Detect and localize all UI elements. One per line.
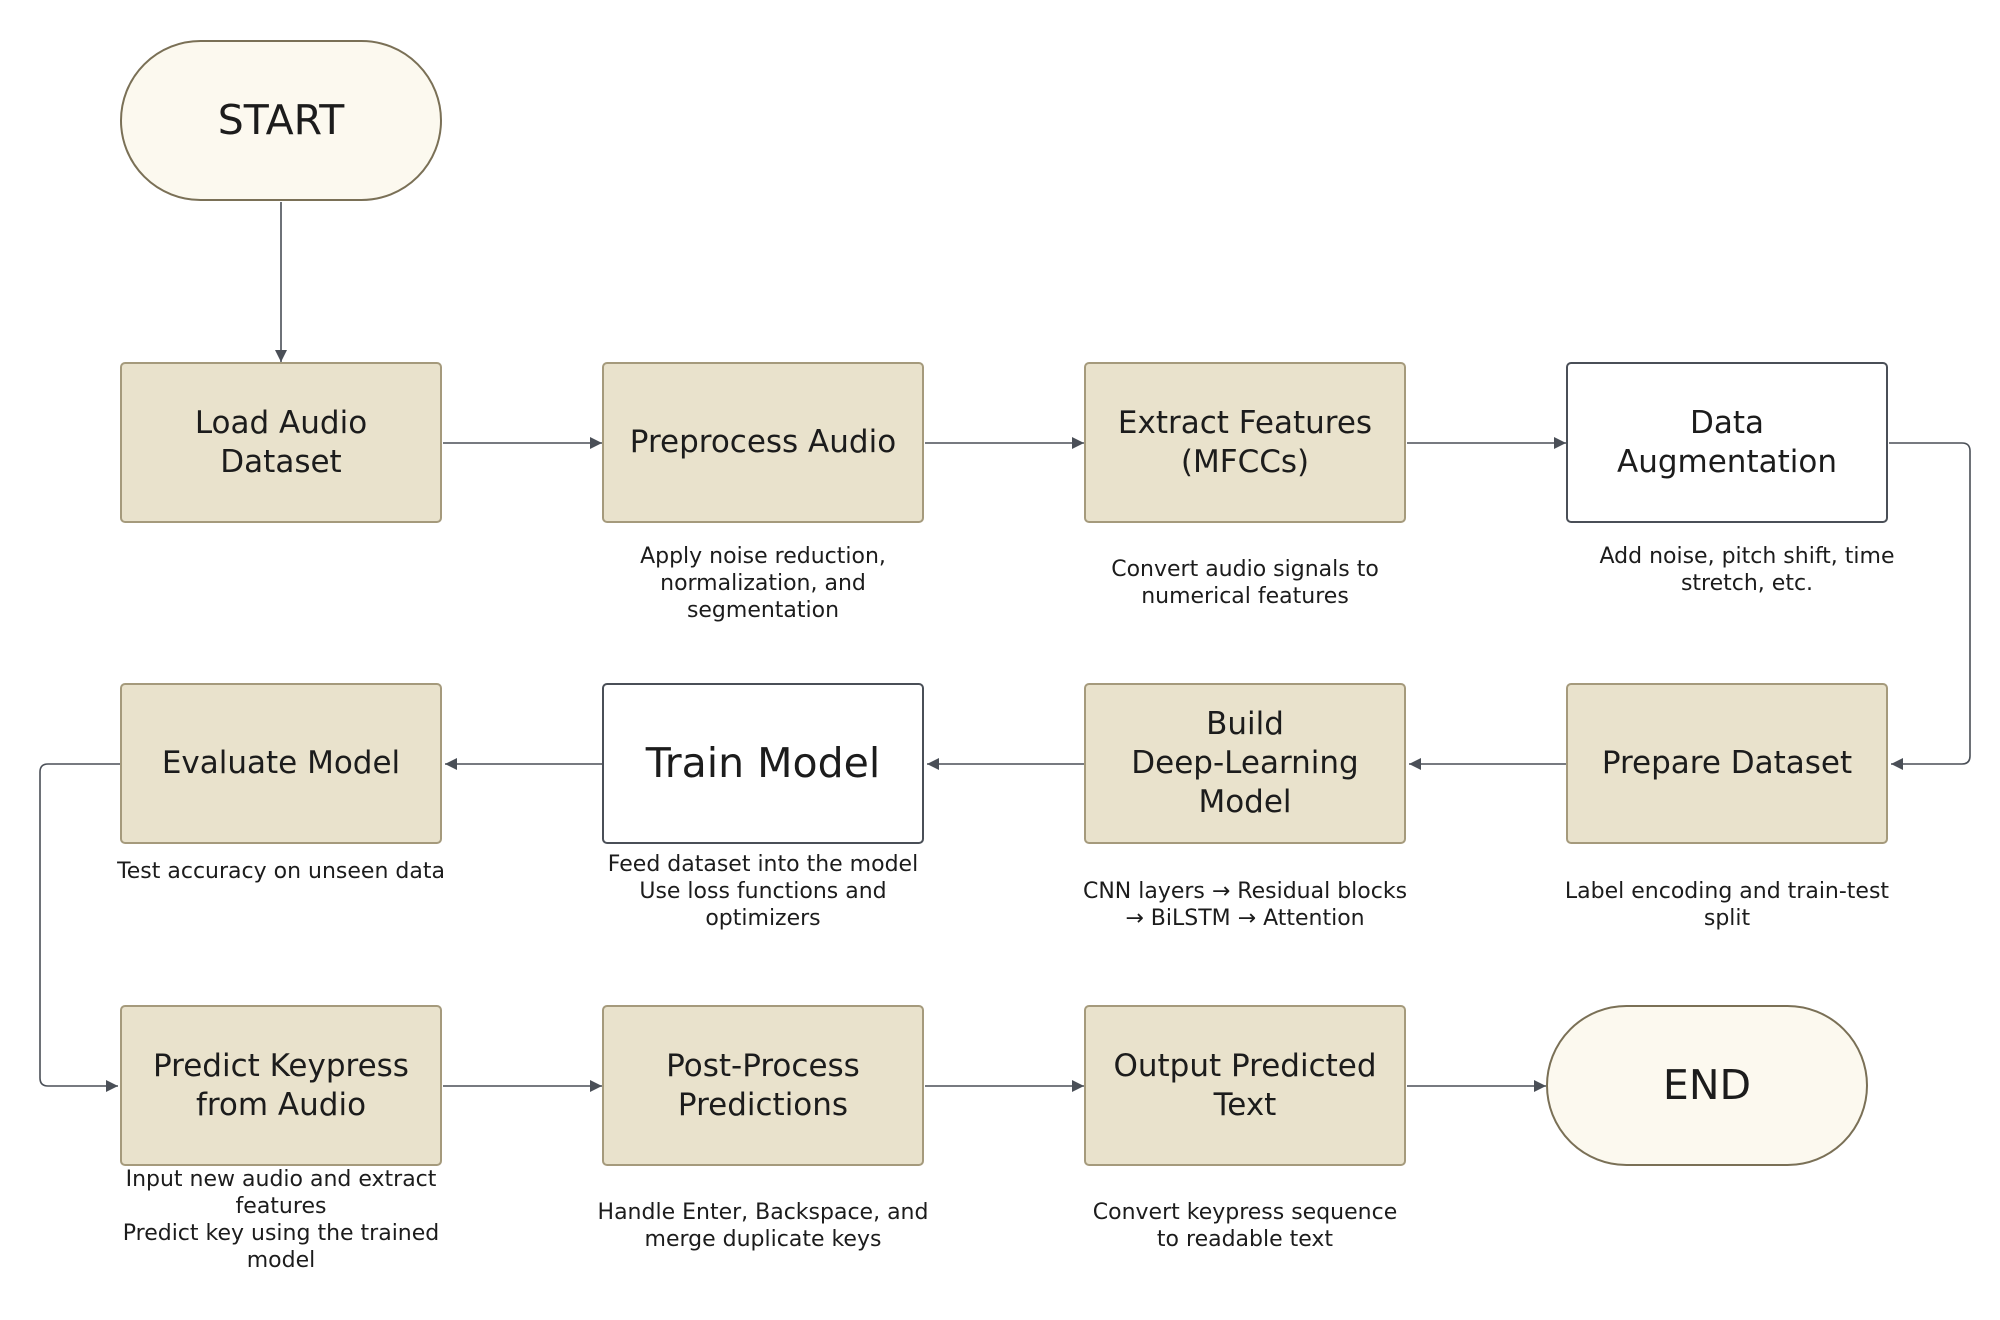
step-extract-features: Extract Features (MFCCs) [1084, 362, 1406, 523]
caption-train: Feed dataset into the model Use loss fun… [607, 852, 919, 931]
step-label: Evaluate Model [161, 745, 401, 782]
step-preprocess-audio: Preprocess Audio [602, 362, 924, 523]
start-terminal: START [120, 40, 442, 201]
start-label: START [217, 95, 345, 144]
step-evaluate-model: Evaluate Model [120, 683, 442, 844]
step-label: Build Deep-Learning Model [1131, 706, 1359, 820]
step-post-process: Post-Process Predictions [602, 1005, 924, 1166]
step-label: Predict Keypress from Audio [153, 1047, 409, 1123]
caption-build: CNN layers → Residual blocks → BiLSTM → … [1082, 879, 1408, 931]
step-label: Post-Process Predictions [666, 1047, 860, 1123]
arrow-augment-to-prepare [1889, 442, 1971, 770]
caption-predict: Input new audio and extract features Pre… [122, 1167, 440, 1273]
end-terminal: END [1546, 1005, 1868, 1166]
caption-evaluate: Test accuracy on unseen data [117, 859, 445, 884]
caption-output: Convert keypress sequence to readable te… [1092, 1200, 1398, 1252]
caption-prepare: Label encoding and train-test split [1564, 879, 1890, 931]
step-load-audio-dataset: Load Audio Dataset [120, 362, 442, 523]
arrow-evaluate-to-predict [39, 763, 120, 1092]
caption-augment: Add noise, pitch shift, time stretch, et… [1599, 544, 1895, 596]
step-output-text: Output Predicted Text [1084, 1005, 1406, 1166]
step-label: Data Augmentation [1617, 404, 1837, 480]
step-label: Prepare Dataset [1601, 745, 1853, 782]
step-build-model: Build Deep-Learning Model [1084, 683, 1406, 844]
step-prepare-dataset: Prepare Dataset [1566, 683, 1888, 844]
caption-preprocess: Apply noise reduction, normalization, an… [640, 544, 886, 623]
step-label: Preprocess Audio [629, 424, 897, 461]
step-label: Train Model [645, 738, 881, 787]
step-data-augmentation: Data Augmentation [1566, 362, 1888, 523]
step-train-model: Train Model [602, 683, 924, 844]
step-label: Extract Features (MFCCs) [1117, 404, 1373, 480]
step-label: Output Predicted Text [1113, 1047, 1377, 1123]
step-predict-keypress: Predict Keypress from Audio [120, 1005, 442, 1166]
caption-postprocess: Handle Enter, Backspace, and merge dupli… [597, 1200, 929, 1252]
step-label: Load Audio Dataset [194, 404, 368, 480]
caption-extract: Convert audio signals to numerical featu… [1111, 557, 1379, 609]
end-label: END [1662, 1060, 1752, 1109]
